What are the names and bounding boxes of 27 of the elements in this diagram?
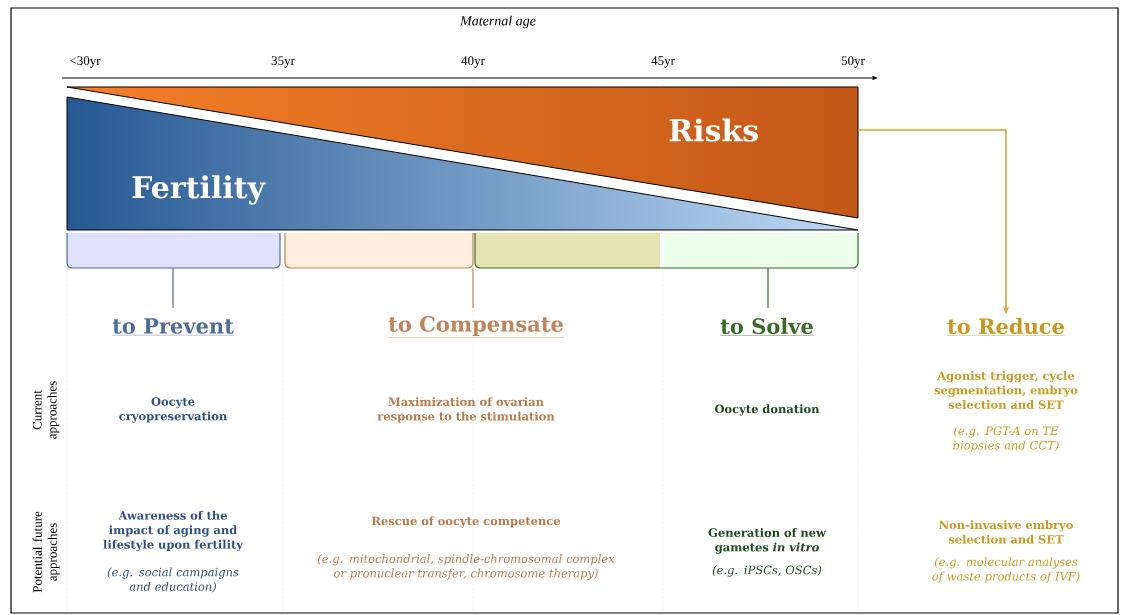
tick-label: 35yr xyxy=(271,56,295,68)
row-header: Potential future approaches xyxy=(32,511,60,593)
heading: to Prevent xyxy=(111,318,235,336)
cell-text: Awareness of the impact of aging and lifestyle upon fertility xyxy=(103,510,244,552)
tick-label: <30yr xyxy=(70,56,101,68)
tick-label: 45yr xyxy=(651,56,675,68)
row-header: Current approaches xyxy=(32,381,60,439)
axis-title: Maternal age xyxy=(459,15,536,29)
cell-text: (e.g. social campaigns and education) xyxy=(107,567,239,593)
cell-text: (e.g. PGT-A on TE biopsies and CCT) xyxy=(953,426,1059,452)
heading: to Compensate xyxy=(387,316,565,338)
tick-label: 50yr xyxy=(841,56,865,68)
cell-text: (e.g. molecular analyses of waste products of IVF) xyxy=(932,557,1080,583)
cell-text: Rescue of oocyte competence xyxy=(371,516,561,528)
triangle-label: Fertility xyxy=(132,175,266,205)
cell-text: Maximization of ovarian response to the stimulation xyxy=(377,397,555,423)
heading: to Solve xyxy=(719,317,815,336)
cell-text: Generation of new gametes in vitro xyxy=(708,528,827,554)
cell-text: Agonist trigger, cycle segmentation, embryo selection and SET xyxy=(934,371,1078,409)
cell-text: Oocyte donation xyxy=(714,404,820,416)
cell-text: (e.g. iPSCs, OSCs) xyxy=(712,565,822,577)
cell-text: Non-invasive embryo selection and SET xyxy=(939,520,1073,544)
heading: to Reduce xyxy=(946,317,1066,336)
tick-label: 40yr xyxy=(461,56,485,68)
cell-text: Oocyte cryopreservation xyxy=(119,397,227,423)
cell-text: (e.g. mitochondrial, spindle-chromosomal complex or pronuclear transfer, chromosome therapy) xyxy=(318,554,615,580)
triangle-label: Risks xyxy=(639,86,859,219)
